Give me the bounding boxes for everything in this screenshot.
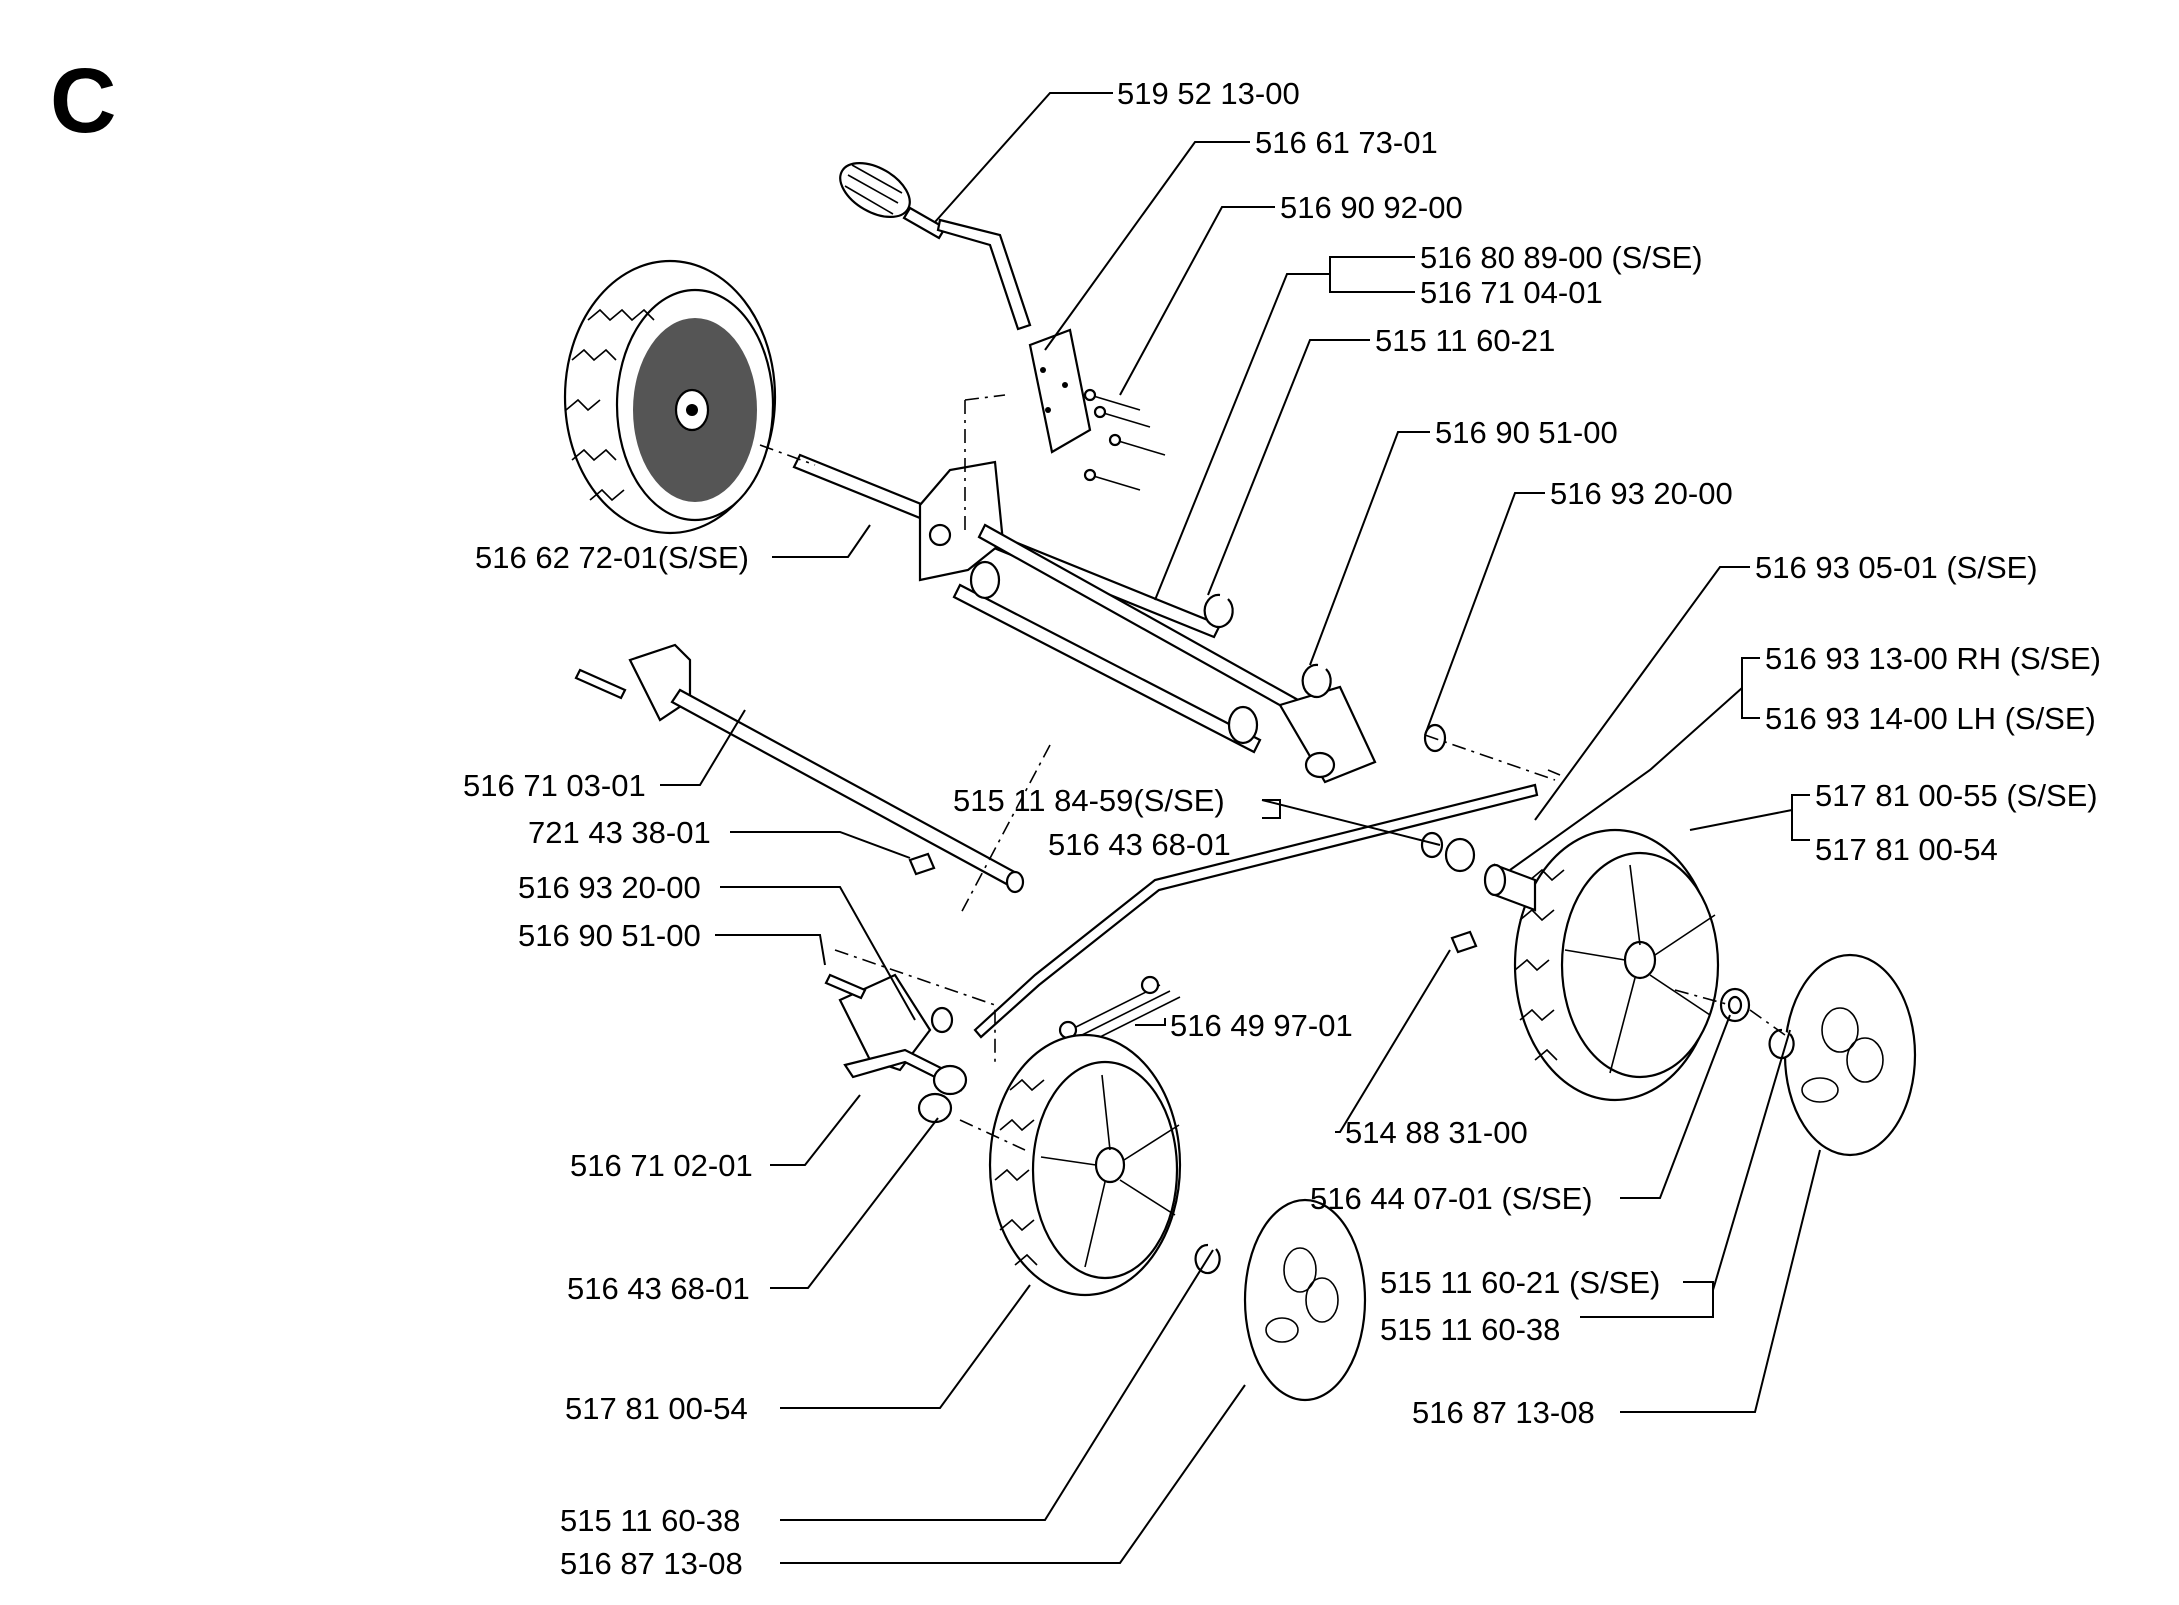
label-516-62-72-01: 516 62 72-01(S/SE) bbox=[475, 540, 749, 575]
front-left-wheel bbox=[988, 1033, 1182, 1297]
label-516-44-07-01: 516 44 07-01 (S/SE) bbox=[1310, 1181, 1593, 1216]
label-516-71-03-01: 516 71 03-01 bbox=[463, 768, 646, 803]
clips-washers bbox=[1203, 593, 1447, 753]
alignment-lines bbox=[759, 394, 1786, 1151]
label-516-49-97-01: 516 49 97-01 bbox=[1170, 1008, 1353, 1043]
label-515-11-60-21-ss: 515 11 60-21 (S/SE) bbox=[1380, 1265, 1660, 1300]
label-517-81-00-55: 517 81 00-55 (S/SE) bbox=[1815, 778, 2098, 813]
label-516-93-05-01: 516 93 05-01 (S/SE) bbox=[1755, 550, 2038, 585]
label-516-87-13-08-right: 516 87 13-08 bbox=[1412, 1395, 1595, 1430]
right-hubcap bbox=[1719, 953, 1917, 1157]
rear-left-wheel bbox=[563, 259, 777, 535]
label-516-93-20-00-top: 516 93 20-00 bbox=[1550, 476, 1733, 511]
label-515-11-60-21: 515 11 60-21 bbox=[1375, 323, 1555, 358]
label-516-93-13-00: 516 93 13-00 RH (S/SE) bbox=[1765, 641, 2101, 676]
left-axle-assembly bbox=[574, 643, 1025, 894]
label-519-52-13-00: 519 52 13-00 bbox=[1117, 76, 1300, 111]
part-labels: 519 52 13-00 516 61 73-01 516 90 92-00 5… bbox=[463, 76, 2101, 1581]
label-516-93-20-00-left: 516 93 20-00 bbox=[518, 870, 701, 905]
label-516-90-51-00-top: 516 90 51-00 bbox=[1435, 415, 1618, 450]
front-axle-bracket bbox=[824, 973, 968, 1096]
section-letter: C bbox=[50, 50, 116, 152]
label-515-11-60-38-right: 515 11 60-38 bbox=[1380, 1312, 1560, 1347]
height-adjust-lever bbox=[839, 161, 1092, 454]
front-hubcap bbox=[1194, 1198, 1367, 1402]
label-516-87-13-08-left: 516 87 13-08 bbox=[560, 1546, 743, 1581]
label-516-61-73-01: 516 61 73-01 bbox=[1255, 125, 1438, 160]
label-517-81-00-54-left: 517 81 00-54 bbox=[565, 1391, 748, 1426]
label-516-71-04-01: 516 71 04-01 bbox=[1420, 275, 1603, 310]
label-517-81-00-54-right: 517 81 00-54 bbox=[1815, 832, 1998, 867]
rear-axle-assembly bbox=[792, 453, 1377, 784]
front-bushing bbox=[917, 1092, 953, 1124]
adjust-rod-spring bbox=[973, 783, 1539, 1043]
label-516-43-68-01-mid: 516 43 68-01 bbox=[1048, 827, 1231, 862]
label-516-80-89-00: 516 80 89-00 (S/SE) bbox=[1420, 240, 1703, 275]
label-516-90-51-00-left: 516 90 51-00 bbox=[518, 918, 701, 953]
label-514-88-31-00: 514 88 31-00 bbox=[1345, 1115, 1528, 1150]
rear-right-wheel bbox=[1513, 828, 1720, 1102]
label-516-90-92-00: 516 90 92-00 bbox=[1280, 190, 1463, 225]
label-516-71-02-01: 516 71 02-01 bbox=[570, 1148, 753, 1183]
label-515-11-84-59: 515 11 84-59(S/SE) bbox=[953, 783, 1225, 818]
key-part bbox=[1450, 930, 1478, 954]
leader-lines bbox=[660, 92, 1821, 1564]
label-721-43-38-01: 721 43 38-01 bbox=[528, 815, 711, 850]
label-515-11-60-38-left: 515 11 60-38 bbox=[560, 1503, 740, 1538]
spacer-sleeve bbox=[1420, 831, 1537, 912]
label-516-93-14-00: 516 93 14-00 LH (S/SE) bbox=[1765, 701, 2096, 736]
label-516-43-68-01-left: 516 43 68-01 bbox=[567, 1271, 750, 1306]
bolt-pins bbox=[1083, 388, 1166, 491]
